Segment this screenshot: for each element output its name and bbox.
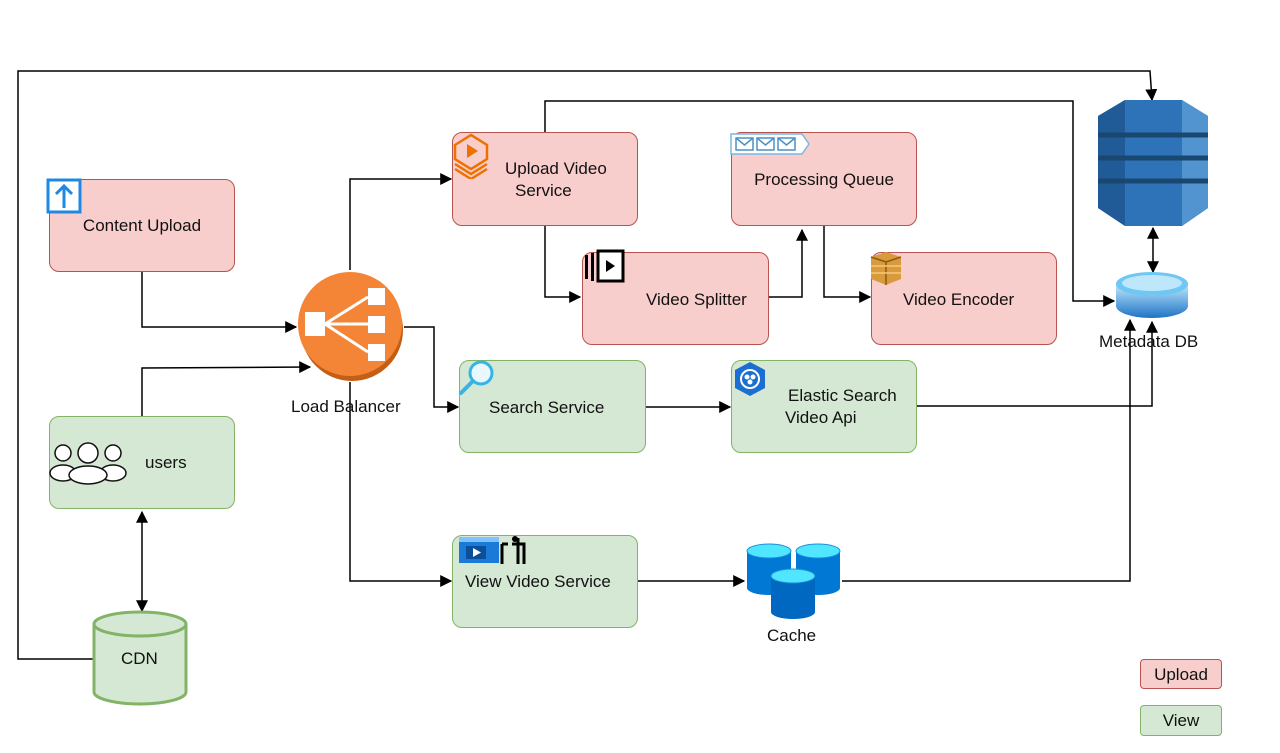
legend-view: View bbox=[1140, 705, 1222, 736]
video-splitter-label: Video Splitter bbox=[646, 290, 747, 309]
elemental-encoder-icon bbox=[870, 252, 902, 285]
edge-upload-service-to-metadata bbox=[544, 100, 1116, 307]
upload-video-service-box[interactable]: Upload Video Service bbox=[452, 132, 638, 226]
metadata-db-label: Metadata DB bbox=[1099, 332, 1199, 351]
message-queue-icon bbox=[730, 133, 810, 155]
cache-label: Cache bbox=[767, 626, 817, 645]
edge-cache-to-metadata bbox=[842, 318, 1136, 582]
elastic-search-label-2: Video Api bbox=[785, 408, 857, 427]
edge-queue-to-encoder bbox=[823, 226, 872, 303]
upload-video-label-2: Service bbox=[515, 181, 572, 200]
video-player-icon bbox=[459, 536, 526, 564]
edge-users-to-lb bbox=[141, 361, 312, 416]
edge-cdn-to-dynamodb bbox=[17, 70, 1158, 660]
upload-video-label-1: Upload Video bbox=[505, 159, 607, 178]
users-label: users bbox=[145, 453, 187, 472]
content-upload-label: Content Upload bbox=[82, 216, 202, 235]
upload-arrow-icon bbox=[46, 178, 82, 214]
video-encoder-label: Video Encoder bbox=[903, 290, 1015, 309]
cdn-label: CDN bbox=[121, 649, 158, 668]
legend-upload-label: Upload bbox=[1154, 665, 1208, 684]
magnifier-icon bbox=[459, 360, 494, 395]
users-box[interactable]: users bbox=[49, 416, 235, 509]
legend-upload: Upload bbox=[1140, 659, 1222, 689]
cdn-cylinder-icon[interactable] bbox=[92, 610, 188, 706]
edge-upload-to-splitter bbox=[544, 226, 582, 303]
edge-lb-to-search-service bbox=[404, 326, 460, 413]
metadata-db-icon bbox=[1116, 272, 1188, 318]
edge-splitter-to-queue bbox=[769, 228, 808, 298]
processing-queue-label: Processing Queue bbox=[754, 170, 894, 189]
connectors bbox=[17, 70, 1159, 660]
edge-elastic-to-metadata bbox=[917, 320, 1158, 407]
legend-view-label: View bbox=[1162, 711, 1200, 730]
users-group-icon bbox=[49, 442, 127, 485]
video-stack-icon bbox=[453, 133, 489, 179]
view-video-service-label: View Video Service bbox=[465, 572, 611, 591]
search-service-label: Search Service bbox=[489, 398, 605, 417]
dynamodb-icon bbox=[1098, 100, 1208, 226]
edge-content-upload-to-lb bbox=[141, 272, 298, 333]
cache-database-icon bbox=[746, 543, 841, 619]
elastic-search-box[interactable]: Elastic Search Video Api bbox=[731, 360, 917, 453]
edge-lb-to-upload-service bbox=[349, 173, 453, 270]
load-balancer-icon[interactable] bbox=[298, 272, 403, 381]
edge-lb-to-view-service bbox=[349, 382, 453, 587]
elastic-search-label-1: Elastic Search bbox=[788, 386, 897, 405]
load-balancer-label: Load Balancer bbox=[291, 397, 401, 416]
elastic-search-icon bbox=[735, 362, 765, 396]
video-frames-icon bbox=[585, 249, 625, 283]
video-encoder-box[interactable]: Video Encoder bbox=[871, 252, 1057, 345]
